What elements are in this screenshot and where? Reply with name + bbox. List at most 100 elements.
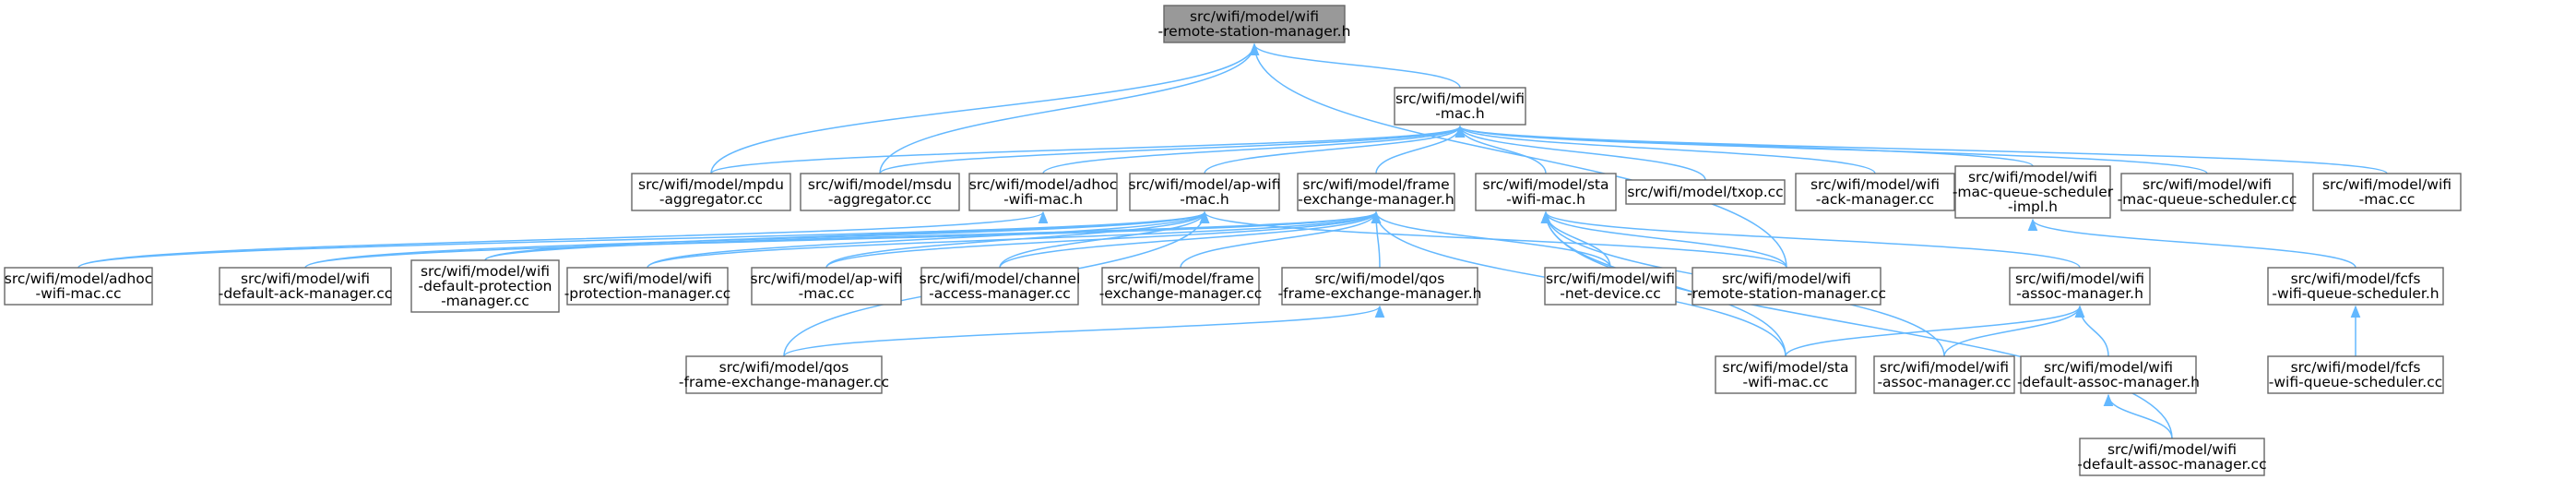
node-box (1297, 173, 1455, 211)
node-qosfem-cc[interactable]: src/wifi/model/qos-frame-exchange-manage… (679, 355, 889, 394)
node-mpdu-cc[interactable]: src/wifi/model/mpdu-aggregator.cc (631, 173, 791, 211)
node-apmac-h[interactable]: src/wifi/model/ap-wifi-mac.h (1129, 173, 1281, 211)
edge-mpdu-cc-to-mac-h (710, 125, 1465, 174)
edge-arrow (1943, 305, 2085, 357)
node-defassoc-h[interactable]: src/wifi/model/wifi-default-assoc-manage… (2017, 355, 2200, 394)
node-label-line: src/wifi/model/wifi (1810, 176, 1940, 193)
node-label-line: -wifi-mac.cc (35, 285, 121, 302)
node-label-line: src/wifi/model/wifi (1190, 8, 1319, 25)
nodes-layer: src/wifi/model/wifi-remote-station-manag… (4, 5, 2462, 476)
edge-arrow (999, 210, 1382, 269)
node-fcfs-h[interactable]: src/wifi/model/fcfs-wifi-queue-scheduler… (2267, 267, 2444, 306)
node-fem-h[interactable]: src/wifi/model/frame-exchange-manager.h (1297, 173, 1455, 211)
edge-arrow (77, 210, 1209, 269)
node-box (968, 173, 1118, 211)
edge-msdu-cc-to-rsm-h (879, 42, 1260, 174)
node-label-line: -wifi-mac.h (1003, 191, 1083, 208)
edge-arrow (783, 305, 1385, 357)
node-label-line: -ack-manager.cc (1816, 191, 1934, 208)
node-box (1475, 173, 1617, 211)
node-label-line: -exchange-manager.cc (1099, 285, 1263, 302)
node-mac-cc[interactable]: src/wifi/model/wifi-mac.cc (2312, 173, 2462, 211)
edge-msdu-cc-to-mac-h (879, 125, 1466, 174)
edge-mpdu-cc-to-rsm-h (710, 42, 1260, 174)
node-box (1625, 179, 1786, 205)
edge-fem-cc-to-fem-h (1180, 210, 1382, 269)
node-stamac-cc[interactable]: src/wifi/model/sta-wifi-mac.cc (1715, 355, 1857, 394)
node-label-line: src/wifi/model/ap-wifi (751, 270, 903, 287)
edge-netdev-cc-to-fem-h (1371, 210, 1611, 269)
node-label-line: -assoc-manager.cc (1877, 374, 2011, 390)
node-label-line: src/wifi/model/wifi (1880, 359, 2009, 376)
edge-stamac-cc-to-assoc-h (1785, 305, 2085, 357)
edge-adhoc-cc-to-adhoc-h (77, 210, 1048, 269)
node-ackmgr-cc[interactable]: src/wifi/model/wifi-ack-manager.cc (1795, 173, 1955, 211)
node-label-line: src/wifi/model/txop.cc (1627, 184, 1783, 200)
node-box (2120, 173, 2294, 211)
edge-arrow (825, 210, 1210, 269)
edge-arrow (1180, 210, 1382, 269)
node-box (631, 173, 791, 211)
edge-fcfs-h-to-mqsi-h (2027, 218, 2356, 269)
node-apmac-cc[interactable]: src/wifi/model/ap-wifi-mac.cc (751, 267, 903, 306)
edge-arrow (1454, 125, 1876, 174)
node-box (2267, 355, 2444, 394)
node-mqs-cc[interactable]: src/wifi/model/wifi-mac-queue-scheduler.… (2118, 173, 2297, 211)
node-label-line: src/wifi/model/channel (920, 270, 1081, 287)
node-rsm-cc[interactable]: src/wifi/model/wifi-remote-station-manag… (1687, 267, 1886, 306)
node-label-line: -aggregator.cc (659, 191, 763, 208)
node-defack-cc[interactable]: src/wifi/model/wifi-default-ack-manager.… (219, 267, 393, 306)
node-assoc-cc[interactable]: src/wifi/model/wifi-assoc-manager.cc (1873, 355, 2015, 394)
node-box (1715, 355, 1857, 394)
edge-arrow (484, 210, 1381, 261)
edge-arrow (647, 210, 1210, 269)
edge-rsm-cc-to-stamac-h (1540, 210, 1787, 269)
node-label-line: src/wifi/model/wifi (583, 270, 712, 287)
edge-rsm-cc-to-rsm-h (1249, 42, 1787, 269)
edge-arrow (879, 42, 1260, 174)
node-qosfem-h[interactable]: src/wifi/model/qos-frame-exchange-manage… (1278, 267, 1482, 306)
edge-defassoc-cc-to-defassoc-h (2103, 393, 2173, 439)
node-adhoc-cc[interactable]: src/wifi/model/adhoc-wifi-mac.cc (4, 267, 153, 306)
node-label-line: -wifi-queue-scheduler.cc (2269, 374, 2442, 390)
node-adhoc-h[interactable]: src/wifi/model/adhoc-wifi-mac.h (968, 173, 1118, 211)
node-fcfs-cc[interactable]: src/wifi/model/fcfs-wifi-queue-scheduler… (2267, 355, 2444, 394)
edge-arrow (1455, 125, 2208, 174)
node-mac-h[interactable]: src/wifi/model/wifi-mac.h (1394, 87, 1526, 126)
node-netdev-cc[interactable]: src/wifi/model/wifi-net-device.cc (1544, 267, 1677, 306)
node-fem-cc[interactable]: src/wifi/model/frame-exchange-manager.cc (1099, 267, 1263, 306)
node-msdu-cc[interactable]: src/wifi/model/msdu-aggregator.cc (800, 173, 960, 211)
edge-arrow (1249, 42, 1461, 89)
edge-mqs-cc-to-mac-h (1455, 125, 2208, 174)
node-box (1954, 165, 2111, 219)
node-box (1795, 173, 1955, 211)
edge-arrow (1454, 125, 1547, 174)
edge-arrow (2027, 218, 2356, 269)
edge-defassoc-h-to-assoc-h (2074, 305, 2109, 357)
node-defprot-cc[interactable]: src/wifi/model/wifi-default-protection-m… (410, 259, 560, 313)
node-label-line: src/wifi/model/frame (1107, 270, 1253, 287)
edge-arrow (1540, 210, 2173, 439)
edge-mac-cc-to-mac-h (1455, 125, 2388, 174)
node-label-line: src/wifi/model/wifi (2107, 441, 2237, 458)
node-label-line: src/wifi/model/mpdu (638, 176, 784, 193)
node-label-line: -protection-manager.cc (564, 285, 731, 302)
node-rsm-h[interactable]: src/wifi/model/wifi-remote-station-manag… (1158, 5, 1351, 43)
node-box (2009, 267, 2151, 306)
node-stamac-h[interactable]: src/wifi/model/sta-wifi-mac.h (1475, 173, 1617, 211)
node-assoc-h[interactable]: src/wifi/model/wifi-assoc-manager.h (2009, 267, 2151, 306)
node-label-line: -assoc-manager.h (2016, 285, 2143, 302)
node-channel-cc[interactable]: src/wifi/model/channel-access-manager.cc (920, 267, 1081, 306)
node-defassoc-cc[interactable]: src/wifi/model/wifi-default-assoc-manage… (2077, 438, 2267, 476)
edges-layer (77, 42, 2388, 439)
edge-defack-cc-to-fem-h (304, 210, 1381, 269)
node-box (920, 267, 1079, 306)
edge-qosfem-cc-to-qosfem-h (783, 305, 1385, 357)
node-label-line: src/wifi/model/wifi (2322, 176, 2451, 193)
edge-arrow (1249, 42, 1787, 269)
node-prot-cc[interactable]: src/wifi/model/wifi-protection-manager.c… (564, 267, 731, 306)
node-box (2312, 173, 2462, 211)
node-mqsi-h[interactable]: src/wifi/model/wifi-mac-queue-scheduler-… (1953, 165, 2114, 219)
node-label-line: src/wifi/model/wifi (1546, 270, 1675, 287)
node-txop-cc[interactable]: src/wifi/model/txop.cc (1625, 179, 1786, 205)
